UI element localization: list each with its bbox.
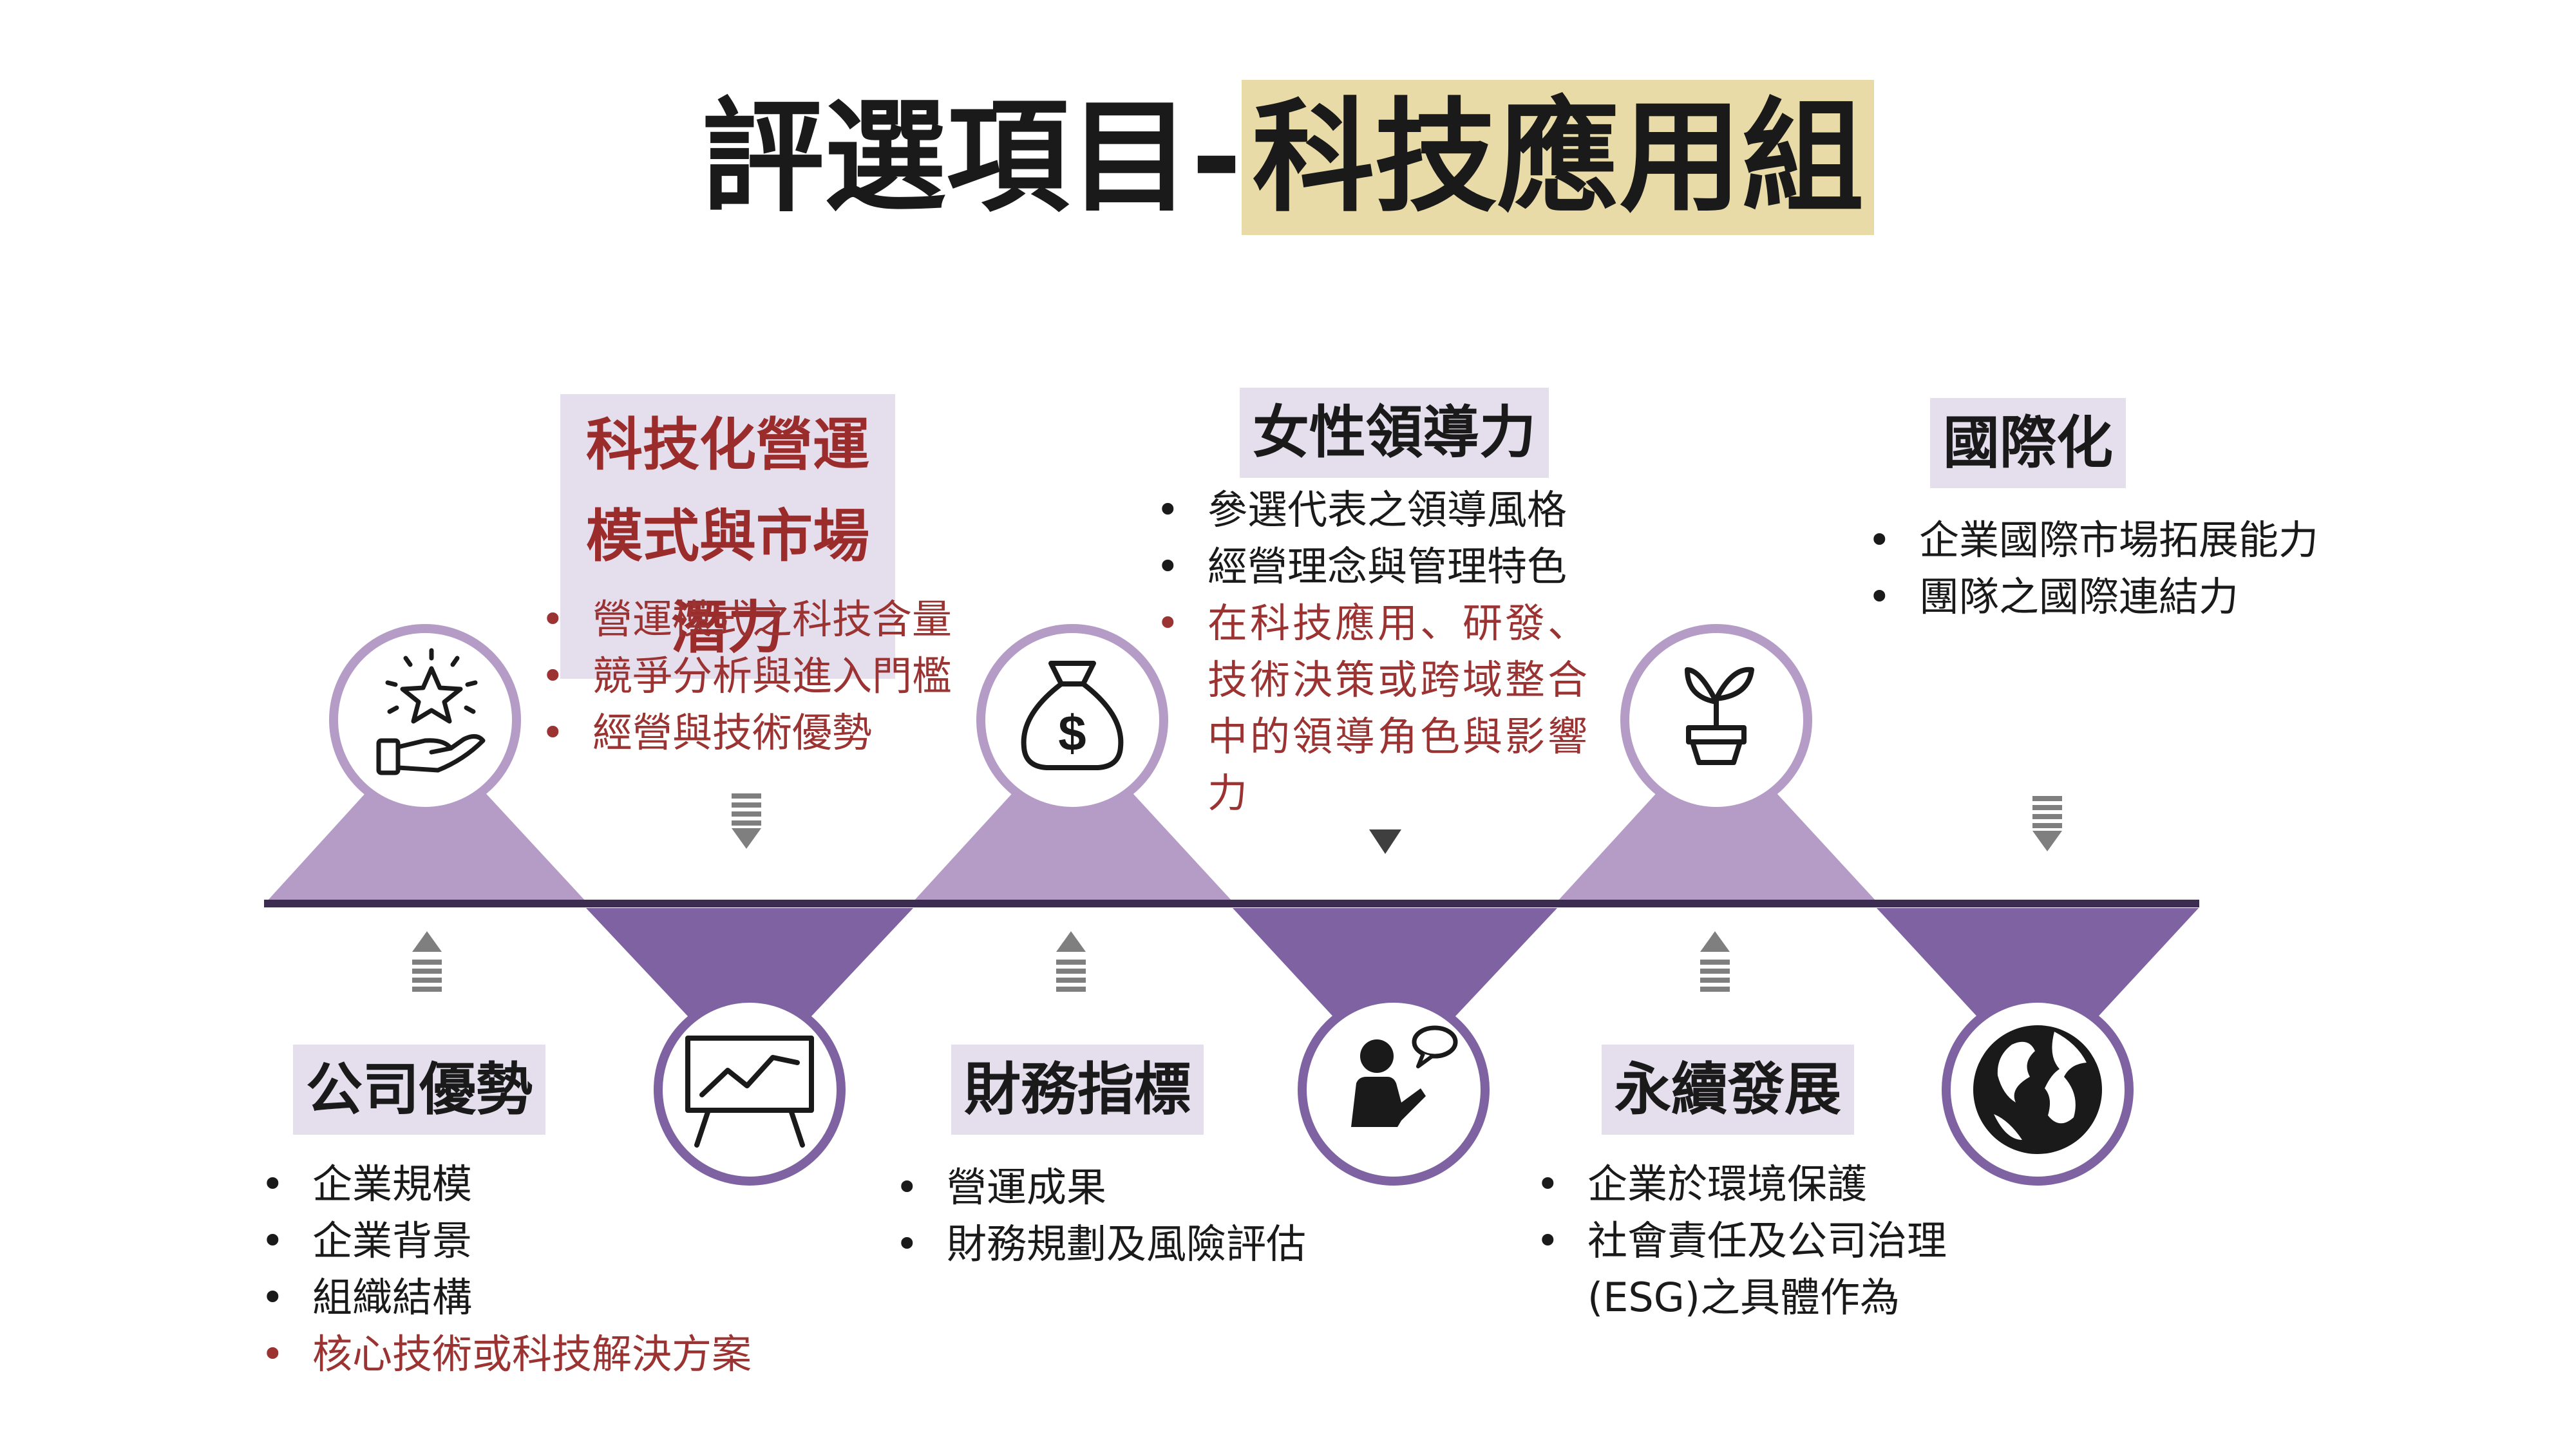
arrow-down-marker-3 — [2032, 796, 2062, 851]
list-item: 核心技術或科技解決方案 — [261, 1326, 752, 1383]
arrow-up-marker-2 — [1056, 931, 1086, 992]
list-item: 社會責任及公司治理(ESG)之具體作為 — [1536, 1213, 2000, 1326]
list-item: 團隊之國際連結力 — [1868, 569, 2318, 625]
speaker-icon — [1351, 1025, 1458, 1127]
list-item: 經營與技術優勢 — [541, 705, 952, 761]
arrow-down-marker-1 — [732, 793, 761, 849]
arrow-down-marker-2 — [1369, 829, 1401, 854]
svg-text:$: $ — [1058, 705, 1086, 761]
arrow-up-marker-3 — [1700, 931, 1730, 992]
list-item-text: 在科技應用、研發、技術決策或跨域整合中的領導角色與影響力 — [1208, 600, 1591, 817]
plant-pot-icon — [1685, 667, 1754, 765]
stage-1-items: 企業規模 企業背景 組織結構 核心技術或科技解決方案 — [261, 1156, 752, 1383]
heading-stage-1: 公司優勢 — [293, 1045, 546, 1135]
globe-icon — [1973, 1025, 2102, 1154]
page-title: 評選項目-科技應用組 — [0, 80, 2576, 235]
list-item: 經營理念與管理特色 — [1156, 538, 1620, 595]
stage-1-circle — [329, 624, 521, 816]
title-prefix: 評選項目- — [701, 86, 1242, 229]
heading-stage-5: 永續發展 — [1602, 1045, 1855, 1135]
list-item: 在科技應用、研發、技術決策或跨域整合中的領導角色與影響力 — [1156, 595, 1620, 822]
star-hand-icon — [376, 648, 486, 775]
list-item: 營運模式之科技含量 — [541, 591, 952, 648]
list-item: 企業國際市場拓展能力 — [1868, 512, 2318, 569]
title-highlight: 科技應用組 — [1242, 80, 1875, 235]
list-item: 競爭分析與進入門檻 — [541, 648, 952, 705]
stage-5-items: 企業於環境保護 社會責任及公司治理(ESG)之具體作為 — [1536, 1156, 2000, 1326]
list-item: 企業規模 — [261, 1156, 752, 1213]
list-item: 營運成果 — [895, 1159, 1306, 1216]
timeline-line — [264, 900, 2199, 907]
list-item: 企業於環境保護 — [1536, 1156, 2000, 1213]
list-item: 企業背景 — [261, 1213, 752, 1269]
list-item: 組織結構 — [261, 1269, 752, 1326]
list-item: 參選代表之領導風格 — [1156, 482, 1620, 538]
stage-6-items: 企業國際市場拓展能力 團隊之國際連結力 — [1868, 512, 2318, 625]
stage-3-items: 營運成果 財務規劃及風險評估 — [895, 1159, 1306, 1273]
stage-4-items: 參選代表之領導風格 經營理念與管理特色 在科技應用、研發、技術決策或跨域整合中的… — [1156, 482, 1620, 822]
heading-stage-6: 國際化 — [1930, 398, 2126, 488]
money-bag-icon: $ — [1021, 661, 1124, 770]
list-item: 財務規劃及風險評估 — [895, 1216, 1306, 1273]
list-item-text: 社會責任及公司治理(ESG)之具體作為 — [1587, 1217, 1947, 1321]
stage-2-items: 營運模式之科技含量 競爭分析與進入門檻 經營與技術優勢 — [541, 591, 952, 761]
heading-stage-3: 財務指標 — [951, 1045, 1204, 1135]
chart-board-icon — [685, 1036, 814, 1148]
heading-stage-4: 女性領導力 — [1240, 388, 1549, 478]
arrow-up-marker-1 — [412, 931, 442, 992]
